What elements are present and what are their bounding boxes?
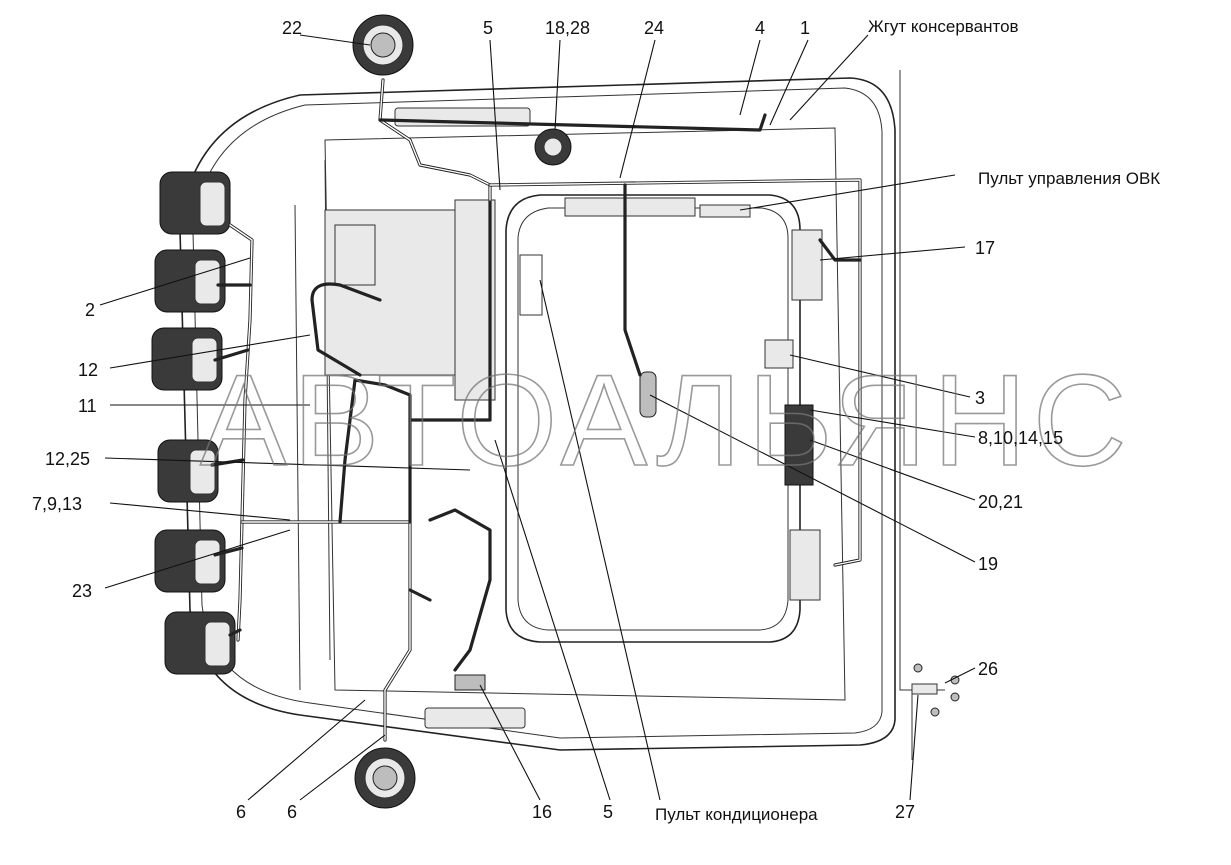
- cab-roof-outline: [179, 77, 896, 751]
- callout-1: 1: [800, 18, 810, 38]
- watermark: АВТОАЛЬЯНС: [200, 347, 1133, 493]
- tee-connector: [911, 663, 960, 717]
- callout-pult-konditsionera: Пульт кондиционера: [655, 805, 818, 824]
- callout-16: 16: [532, 802, 552, 822]
- callout-5-top: 5: [483, 18, 493, 38]
- callout-26: 26: [978, 659, 998, 679]
- callout-6-a: 6: [236, 802, 246, 822]
- lamp-2: [154, 249, 226, 313]
- callout-12-25: 12,25: [45, 449, 90, 469]
- callout-17: 17: [975, 238, 995, 258]
- callout-3: 3: [975, 388, 985, 408]
- callout-6-b: 6: [287, 802, 297, 822]
- callout-23: 23: [72, 581, 92, 601]
- callout-20-21: 20,21: [978, 492, 1023, 512]
- callout-24: 24: [644, 18, 664, 38]
- interior-blocks: [324, 107, 823, 729]
- callout-19: 19: [978, 554, 998, 574]
- callout-18-28: 18,28: [545, 18, 590, 38]
- beacon-bottom: [354, 747, 416, 809]
- callout-22: 22: [282, 18, 302, 38]
- leader-lines: [99, 34, 976, 801]
- callout-27: 27: [895, 802, 915, 822]
- callout-5-bottom: 5: [603, 802, 613, 822]
- callout-labels: 22 5 18,28 24 4 1 Жгут консервантов Пуль…: [32, 17, 1160, 824]
- callout-zhgut-konservantov: Жгут консервантов: [868, 17, 1019, 36]
- lamp-6: [164, 611, 236, 675]
- lamp-1: [159, 171, 231, 235]
- callout-pult-upravleniya-ovk: Пульт управления ОВК: [978, 169, 1160, 188]
- callout-2: 2: [85, 300, 95, 320]
- beacon-top: [352, 14, 414, 76]
- roof-lamps-left: [151, 171, 236, 675]
- dome-unit: [534, 128, 572, 166]
- lamp-3: [151, 327, 223, 391]
- callout-7-9-13: 7,9,13: [32, 494, 82, 514]
- callout-8-10-14-15: 8,10,14,15: [978, 428, 1063, 448]
- harness-wiring: [210, 70, 945, 760]
- callout-4: 4: [755, 18, 765, 38]
- callout-12: 12: [78, 360, 98, 380]
- callout-11: 11: [78, 396, 97, 416]
